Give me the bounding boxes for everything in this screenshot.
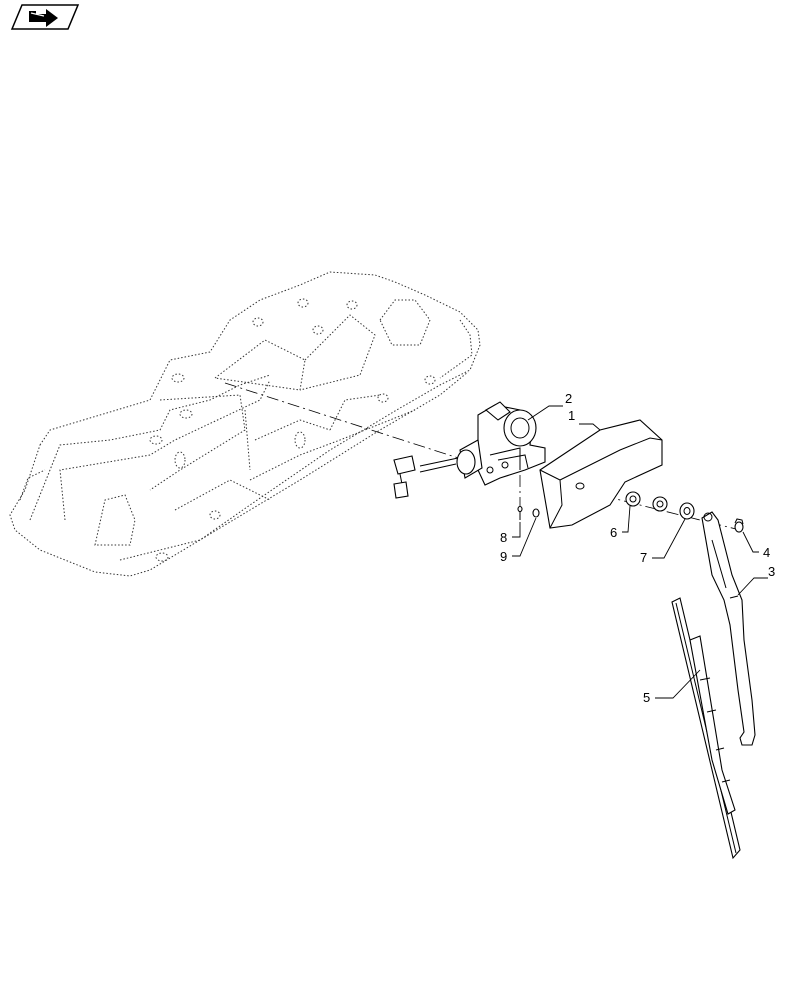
next-page-arrow-icon[interactable] [10,4,80,30]
part-2-wiper-motor[interactable] [456,401,546,486]
part-9-washer[interactable] [532,508,540,518]
callout-4: 4 [763,545,770,560]
callout-9: 9 [500,549,507,564]
part-8-bolt[interactable] [517,505,523,521]
callout-5: 5 [643,690,650,705]
part-3-wiper-arm[interactable] [701,511,756,746]
part-5-wiper-blade[interactable] [671,597,741,860]
callout-3: 3 [768,564,775,579]
part-4-cap-nut[interactable] [734,518,744,533]
cab-roof-panel [9,271,481,577]
callout-6: 6 [610,525,617,540]
leader-lines [512,405,768,699]
part-6-washer[interactable] [625,491,668,512]
callout-2: 2 [565,391,572,406]
callout-1: 1 [568,408,575,423]
callout-8: 8 [500,530,507,545]
callout-7: 7 [640,550,647,565]
part-1-cover[interactable] [539,419,663,529]
part-7-nut[interactable] [679,502,695,520]
motor-harness-connector [393,455,459,499]
